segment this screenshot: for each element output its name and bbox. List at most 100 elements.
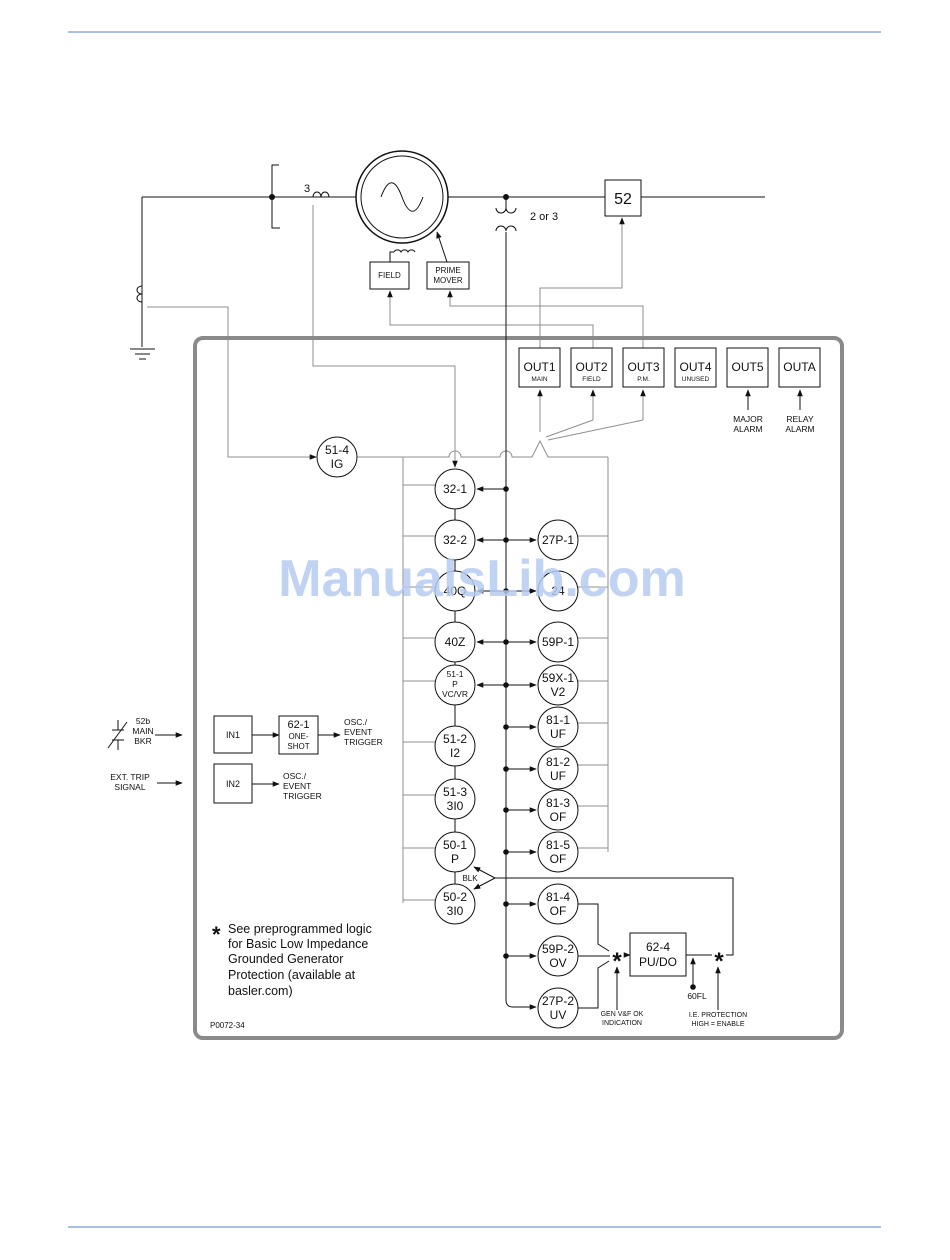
element-50-1: 50-1 P: [434, 831, 476, 873]
svg-text:for Basic Low Impedance: for Basic Low Impedance: [228, 937, 368, 951]
ground-icon: [130, 348, 155, 360]
svg-text:P.M.: P.M.: [637, 376, 650, 383]
input-in2-box: IN2: [213, 763, 253, 804]
output-out2: OUT2 FIELD: [570, 347, 613, 388]
svg-text:SHOT: SHOT: [287, 742, 309, 751]
svg-text:59P-1: 59P-1: [542, 635, 574, 649]
phase-ct-icon: 3: [304, 183, 330, 198]
element-40z: 40Z: [434, 621, 476, 663]
svg-text:P: P: [451, 852, 459, 866]
svg-text:IN1: IN1: [226, 730, 240, 740]
svg-text:50-1: 50-1: [443, 838, 467, 852]
svg-text:32-2: 32-2: [443, 533, 467, 547]
element-81-1: 81-1 UF: [537, 706, 579, 748]
element-27p-1: 27P-1: [537, 519, 579, 561]
vt-quantity-label: 2 or 3: [530, 211, 558, 223]
field-box: FIELD: [369, 261, 410, 290]
svg-text:PRIME: PRIME: [435, 266, 460, 275]
svg-text:OUT5: OUT5: [731, 360, 763, 374]
svg-text:81-3: 81-3: [546, 796, 570, 810]
svg-text:See preprogrammed logic: See preprogrammed logic: [228, 922, 372, 936]
svg-text:ALARM: ALARM: [785, 424, 814, 434]
svg-text:27P-2: 27P-2: [542, 994, 574, 1008]
element-27p-2: 27P-2 UV: [537, 987, 579, 1029]
svg-text:OUT4: OUT4: [679, 360, 711, 374]
input-section: 52b MAIN BKR EXT. TRIP SIGNAL IN1 62-1 O…: [107, 715, 383, 804]
output-contacts: OUT1 MAIN OUT2 FIELD OUT3 P.M. OUT4 UNUS…: [518, 347, 821, 388]
element-24: 24: [537, 570, 579, 612]
svg-text:40Q: 40Q: [444, 584, 467, 598]
svg-text:ALARM: ALARM: [733, 424, 762, 434]
figure-id: P0072-34: [210, 1021, 245, 1030]
note-asterisk: *: [212, 922, 221, 947]
svg-text:62-1: 62-1: [287, 719, 309, 731]
trip-logic-bus: [357, 389, 646, 903]
fuse-loss-60fl-label: 60FL: [687, 991, 707, 1001]
svg-text:OF: OF: [550, 904, 567, 918]
relay-alarm-label: RELAY: [786, 414, 814, 424]
svg-text:MAIN: MAIN: [531, 376, 548, 383]
svg-text:MOVER: MOVER: [433, 276, 463, 285]
element-59p-2: 59P-2 OV: [537, 935, 579, 977]
svg-text:Grounded Generator: Grounded Generator: [228, 952, 343, 966]
svg-text:UF: UF: [550, 769, 566, 783]
element-51-4: 51-4 IG: [316, 436, 358, 478]
ground-ct-icon: [136, 285, 143, 303]
svg-text:EVENT: EVENT: [344, 727, 372, 737]
svg-text:OUT2: OUT2: [575, 360, 607, 374]
svg-text:52: 52: [614, 191, 632, 208]
svg-text:FIELD: FIELD: [582, 376, 601, 383]
svg-text:I2: I2: [450, 746, 460, 760]
current-input-lines: [147, 205, 458, 468]
element-81-5: 81-5 OF: [537, 831, 579, 873]
svg-text:IG: IG: [331, 457, 344, 471]
element-40q: 40Q: [434, 570, 476, 612]
ct-quantity-label: 3: [304, 183, 310, 195]
svg-text:62-4: 62-4: [646, 940, 670, 954]
svg-text:VC/VR: VC/VR: [442, 689, 468, 699]
output-out1: OUT1 MAIN: [518, 347, 561, 388]
svg-text:EVENT: EVENT: [283, 781, 311, 791]
timer-62-4-box: 62-4 PU/DO: [629, 932, 687, 977]
svg-text:OUTA: OUTA: [783, 360, 815, 374]
prime-mover-box: PRIME MOVER: [426, 231, 470, 290]
blk-signal: BLK: [462, 866, 496, 890]
svg-text:3I0: 3I0: [447, 799, 464, 813]
svg-text:59P-2: 59P-2: [542, 942, 574, 956]
main-breaker-contact-icon: [107, 720, 128, 750]
svg-text:27P-1: 27P-1: [542, 533, 574, 547]
element-81-4: 81-4 OF: [537, 883, 579, 925]
alarm-labels: MAJOR ALARM RELAY ALARM: [733, 389, 815, 434]
ie-protection-label: I.E. PROTECTION: [689, 1012, 747, 1019]
element-32-1: 32-1: [434, 468, 476, 510]
svg-text:OUT1: OUT1: [523, 360, 555, 374]
vt-icon: 2 or 3: [495, 194, 558, 232]
svg-text:TRIGGER: TRIGGER: [283, 791, 322, 801]
field-winding-icon: [389, 249, 416, 262]
svg-text:24: 24: [551, 584, 565, 598]
svg-text:TRIGGER: TRIGGER: [344, 737, 383, 747]
element-51-1: 51-1 P VC/VR: [434, 664, 476, 706]
one-shot-62-1-box: 62-1 ONE- SHOT: [278, 715, 319, 755]
svg-text:51-4: 51-4: [325, 443, 349, 457]
and-marker-2: *: [714, 948, 724, 975]
vf-ok-label: GEN V&F OK: [601, 1011, 644, 1018]
element-81-3: 81-3 OF: [537, 789, 579, 831]
svg-text:OUT3: OUT3: [627, 360, 659, 374]
main-bkr-label: 52b: [136, 716, 150, 726]
svg-text:UV: UV: [550, 1008, 567, 1022]
output-outa: OUTA: [778, 347, 821, 388]
svg-text:OV: OV: [549, 956, 566, 970]
svg-text:V2: V2: [551, 685, 566, 699]
relay-boundary: [193, 336, 844, 1040]
svg-text:UNUSED: UNUSED: [682, 376, 710, 383]
osc-event-trigger-label-2: OSC./: [283, 771, 307, 781]
svg-text:MAIN: MAIN: [132, 726, 153, 736]
svg-text:P: P: [452, 679, 458, 689]
svg-text:81-1: 81-1: [546, 713, 570, 727]
svg-text:51-3: 51-3: [443, 785, 467, 799]
and-marker-1: *: [612, 948, 622, 975]
svg-text:50-2: 50-2: [443, 890, 467, 904]
osc-event-trigger-label-1: OSC./: [344, 717, 368, 727]
